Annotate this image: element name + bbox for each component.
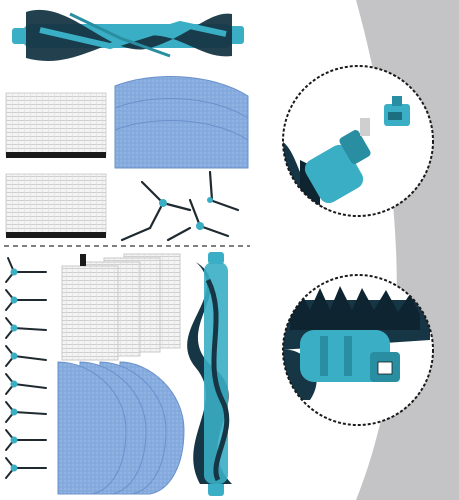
side-brush-bottom-8	[5, 457, 47, 479]
side-brush-bottom-5	[5, 373, 47, 395]
roller-brush-top	[12, 9, 244, 61]
side-brush-top-2	[120, 170, 240, 242]
side-brush-column	[5, 257, 47, 479]
roller-brush-bottom	[187, 252, 232, 496]
side-brush-bottom-3	[5, 317, 47, 339]
side-brush-top-1	[140, 180, 192, 230]
magnifier-top	[282, 65, 434, 217]
side-brush-bottom-2	[5, 289, 47, 311]
hepa-filter-top-2	[5, 173, 107, 238]
side-brush-bottom-6	[5, 401, 47, 423]
mop-pads-top	[114, 76, 249, 169]
side-brush-bottom-4	[5, 345, 47, 367]
backdrop	[356, 0, 459, 500]
side-brush-bottom-1	[5, 257, 47, 283]
mop-pad-stack	[57, 361, 185, 495]
clip-cap	[384, 96, 410, 126]
hepa-filter-top-1	[5, 92, 107, 158]
magnifier-bottom	[282, 274, 434, 426]
hepa-filter-stack	[61, 253, 181, 361]
side-brush-bottom-7	[5, 429, 47, 451]
